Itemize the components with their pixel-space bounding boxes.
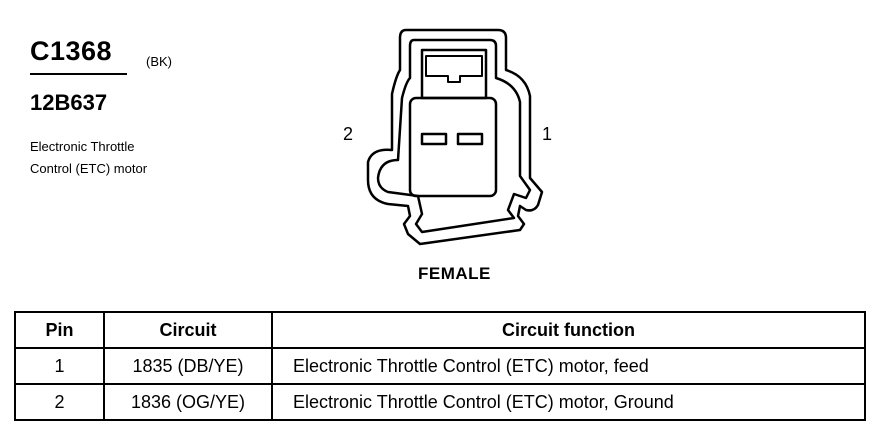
header-circuit-function: Circuit function: [271, 311, 866, 349]
cell-circuit: 1835 (DB/YE): [103, 347, 273, 385]
table-header-row: Pin Circuit Circuit function: [14, 311, 866, 349]
cell-circuit: 1836 (OG/YE): [103, 383, 273, 421]
cell-circuit-function: Electronic Throttle Control (ETC) motor,…: [271, 383, 866, 421]
title-underline: [30, 73, 127, 75]
pin-cavity-2: [420, 132, 448, 146]
latch-body: [408, 96, 498, 198]
cell-pin: 2: [14, 383, 105, 421]
header-pin: Pin: [14, 311, 105, 349]
pin-label-2: 2: [343, 124, 354, 144]
latch-notch: [425, 55, 483, 83]
cell-pin: 1: [14, 347, 105, 385]
header-circuit: Circuit: [103, 311, 273, 349]
description-line-1: Electronic Throttle: [30, 139, 135, 154]
latch-tab: [420, 48, 488, 100]
connector-inner-outline: [376, 38, 532, 234]
connector-color-code: (BK): [146, 54, 172, 69]
connector-face-diagram: [366, 28, 544, 246]
part-number: 12B637: [30, 90, 108, 115]
pin-label-1: 1: [542, 124, 553, 144]
pinout-table: Pin Circuit Circuit function 1 1835 (DB/…: [14, 311, 866, 421]
pin-cavity-1: [456, 132, 484, 146]
table-row: 2 1836 (OG/YE) Electronic Throttle Contr…: [14, 383, 866, 421]
connector-outer-housing: [366, 28, 544, 246]
description-line-2: Control (ETC) motor: [30, 161, 148, 176]
connector-id: C1368: [30, 36, 113, 66]
connector-gender-label: FEMALE: [418, 264, 491, 283]
cell-circuit-function: Electronic Throttle Control (ETC) motor,…: [271, 347, 866, 385]
table-row: 1 1835 (DB/YE) Electronic Throttle Contr…: [14, 347, 866, 385]
